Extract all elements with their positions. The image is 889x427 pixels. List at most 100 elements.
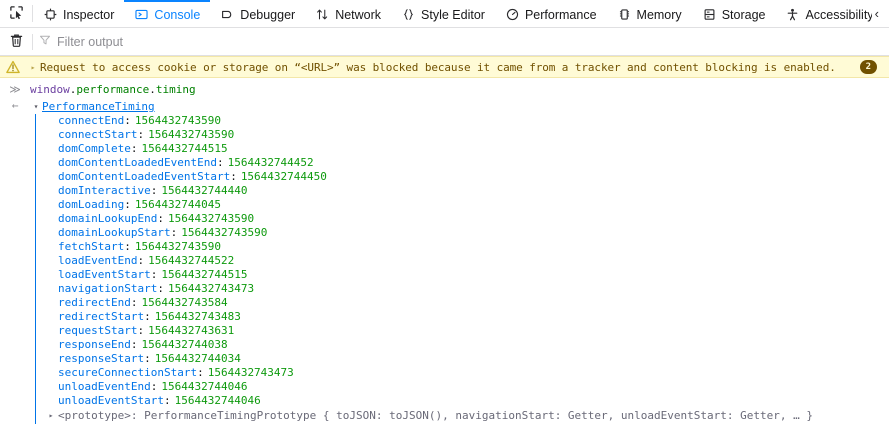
- property-name: domainLookupStart: [58, 226, 171, 239]
- clear-output-button[interactable]: [2, 33, 30, 51]
- property-row[interactable]: responseEnd:1564432744038: [36, 338, 889, 352]
- property-name: loadEventEnd: [58, 254, 138, 267]
- tab-style-editor[interactable]: Style Editor: [391, 0, 495, 27]
- tab-console[interactable]: Console: [124, 0, 211, 27]
- property-name: domContentLoadedEventStart: [58, 170, 231, 183]
- property-name: redirectStart: [58, 310, 145, 323]
- property-value: 1564432744038: [141, 338, 228, 351]
- property-row[interactable]: requestStart:1564432743631: [36, 324, 889, 338]
- property-value: 1564432743590: [167, 212, 255, 225]
- property-name: unloadEventEnd: [58, 380, 151, 393]
- property-row[interactable]: connectStart:1564432743590: [36, 128, 889, 142]
- property-row[interactable]: domainLookupEnd:1564432743590: [36, 212, 889, 226]
- tab-network[interactable]: Network: [305, 0, 391, 27]
- property-value: 1564432743590: [134, 114, 221, 127]
- result-object: ▾ PerformanceTiming connectEnd:156443274…: [30, 99, 889, 424]
- property-colon: :: [150, 380, 158, 393]
- console-filter-toolbar: Filter output: [0, 28, 889, 56]
- property-row[interactable]: responseStart:1564432744034: [36, 352, 889, 366]
- property-name: domComplete: [58, 142, 131, 155]
- property-row[interactable]: redirectEnd:1564432743584: [36, 296, 889, 310]
- property-value: 1564432743473: [207, 366, 294, 379]
- property-colon: :: [124, 198, 131, 211]
- console-output[interactable]: ▸ Request to access cookie or storage on…: [0, 56, 889, 427]
- tab-style-editor-label: Style Editor: [421, 7, 485, 22]
- property-row[interactable]: domContentLoadedEventEnd:1564432744452: [36, 156, 889, 170]
- property-colon: :: [124, 240, 131, 253]
- tab-memory[interactable]: Memory: [607, 0, 692, 27]
- property-name: requestStart: [58, 324, 138, 337]
- property-name: domInteractive: [58, 184, 151, 197]
- console-message-warning[interactable]: ▸ Request to access cookie or storage on…: [0, 56, 889, 78]
- property-value: 1564432743473: [167, 282, 255, 295]
- property-name: secureConnectionStart: [58, 366, 198, 379]
- property-row[interactable]: domainLookupStart:1564432743590: [36, 226, 889, 240]
- property-name: connectStart: [58, 128, 138, 141]
- property-row[interactable]: domComplete:1564432744515: [36, 142, 889, 156]
- property-row[interactable]: secureConnectionStart:1564432743473: [36, 366, 889, 380]
- property-row[interactable]: loadEventEnd:1564432744522: [36, 254, 889, 268]
- property-row[interactable]: domContentLoadedEventStart:1564432744450: [36, 170, 889, 184]
- network-icon: [315, 7, 330, 22]
- tab-inspector[interactable]: Inspector: [33, 0, 124, 27]
- property-colon: :: [144, 310, 151, 323]
- property-name: fetchStart: [58, 240, 125, 253]
- expression-property-2: timing: [155, 82, 196, 96]
- property-name: domContentLoadedEventEnd: [58, 156, 217, 169]
- memory-icon: [617, 7, 632, 22]
- expression-property-1: performance: [76, 82, 150, 96]
- property-value: 1564432744440: [161, 184, 248, 197]
- property-colon: :: [170, 226, 178, 239]
- property-colon: :: [130, 338, 138, 351]
- style-editor-icon: [401, 7, 416, 22]
- warning-expander-icon[interactable]: ▸: [30, 62, 36, 72]
- tab-storage[interactable]: Storage: [692, 0, 776, 27]
- tab-debugger[interactable]: Debugger: [210, 0, 305, 27]
- property-row[interactable]: fetchStart:1564432743590: [36, 240, 889, 254]
- property-value: 1564432743483: [154, 310, 241, 323]
- property-row[interactable]: domInteractive:1564432744440: [36, 184, 889, 198]
- expression-object: window: [30, 82, 70, 96]
- property-colon: :: [150, 268, 158, 281]
- property-name: unloadEventStart: [58, 394, 164, 407]
- property-value: 1564432744515: [161, 268, 248, 281]
- console-toolbar-divider: [32, 33, 33, 50]
- input-prompt-icon: ≫: [9, 82, 21, 96]
- property-colon: :: [150, 184, 158, 197]
- property-colon: :: [216, 156, 224, 169]
- prototype-row[interactable]: ▸ <prototype>: PerformanceTimingPrototyp…: [36, 408, 889, 424]
- property-name: domainLookupEnd: [58, 212, 158, 225]
- expression-dot-1: .: [69, 82, 77, 96]
- object-header[interactable]: ▾ PerformanceTiming: [30, 99, 889, 114]
- property-row[interactable]: unloadEventStart:1564432744046: [36, 394, 889, 408]
- property-name: connectEnd: [58, 114, 125, 127]
- property-row[interactable]: domLoading:1564432744045: [36, 198, 889, 212]
- console-message-input: ≫ window.performance.timing: [0, 78, 889, 98]
- warning-repeat-badge[interactable]: 2: [859, 60, 877, 74]
- element-picker-button[interactable]: [0, 0, 32, 27]
- object-type-link[interactable]: PerformanceTiming: [42, 100, 155, 113]
- property-row[interactable]: loadEventStart:1564432744515: [36, 268, 889, 282]
- input-expression: window.performance.timing: [30, 83, 196, 96]
- property-colon: :: [163, 394, 171, 407]
- property-value: 1564432744046: [161, 380, 248, 393]
- property-name: loadEventStart: [58, 268, 151, 281]
- result-arrow-icon: ←: [11, 99, 19, 112]
- tab-accessibility[interactable]: Accessibility: [775, 0, 872, 27]
- property-colon: :: [137, 128, 145, 141]
- chevron-left-icon[interactable]: ‹: [874, 6, 879, 21]
- prototype-twisty-icon[interactable]: ▸: [48, 411, 54, 420]
- property-row[interactable]: unloadEventEnd:1564432744046: [36, 380, 889, 394]
- storage-icon: [702, 7, 717, 22]
- object-twisty-icon[interactable]: ▾: [33, 101, 39, 111]
- property-value: 1564432744450: [240, 170, 327, 183]
- property-row[interactable]: navigationStart:1564432743473: [36, 282, 889, 296]
- property-row[interactable]: connectEnd:1564432743590: [36, 114, 889, 128]
- tab-performance[interactable]: Performance: [495, 0, 607, 27]
- property-name: responseEnd: [58, 338, 131, 351]
- property-row[interactable]: redirectStart:1564432743483: [36, 310, 889, 324]
- property-colon: :: [230, 170, 237, 183]
- filter-input[interactable]: Filter output: [39, 32, 889, 52]
- property-colon: :: [130, 296, 138, 309]
